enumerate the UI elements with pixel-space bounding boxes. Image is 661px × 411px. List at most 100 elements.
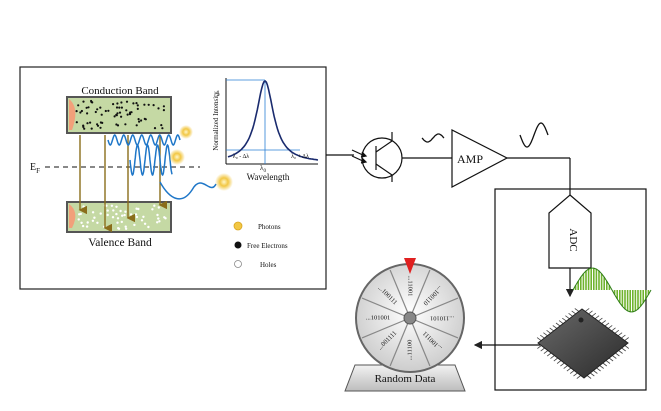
hole [142,215,145,218]
hole [134,213,138,216]
free-electron [112,103,115,106]
free-electron [82,100,85,103]
legend-hole-swatch [234,260,242,268]
hole [82,205,85,208]
hole [106,213,109,217]
hole [147,225,150,229]
free-electron [113,115,116,118]
spectrum-curve [227,79,319,161]
hole [117,227,121,230]
free-electron [135,102,138,105]
hole [156,213,159,217]
legend: Photons Free Electrons Holes [233,221,288,269]
hole [86,221,89,224]
free-electron [118,106,121,109]
legend-photon-swatch [233,221,243,231]
hole [119,209,122,213]
small-sine-wave [421,133,445,143]
free-electron [86,122,89,125]
hole [85,225,89,228]
free-electron [157,107,160,110]
wheel-segment-label: ...11001 [407,276,414,297]
free-electron [94,110,97,114]
free-electron [86,112,89,115]
free-electron [153,127,157,130]
spectrum-center-tick: λ0 [260,164,266,174]
hole [140,219,144,222]
hole [157,206,160,209]
wheel-hub [403,311,417,325]
legend-electrons-label: Free Electrons [247,242,288,250]
phototransistor-icon [351,132,403,182]
photon-icon [215,173,233,191]
free-electron [140,119,143,122]
hole [91,211,95,214]
free-electron [124,123,127,126]
conduction-band [66,96,172,134]
hole [106,209,109,212]
free-electron [126,113,129,116]
hole [124,210,127,213]
free-electron [135,124,138,127]
free-electron [120,101,123,104]
spectrum-left-tick: λ₀ - Δλ [233,154,250,160]
free-electron [99,106,102,109]
free-electron [147,103,150,106]
free-electron [162,105,165,108]
free-electron [132,102,135,105]
free-electron [116,102,119,105]
hole [115,205,118,208]
free-electron [85,106,88,109]
free-electron [107,109,110,112]
free-electron [87,106,90,109]
wheel-segment-label: ...110101 [430,315,454,322]
free-electron [104,109,107,113]
free-electron [162,109,165,112]
photon-icon [179,125,193,139]
random-data-label: Random Data [375,373,436,385]
free-electron [120,106,123,109]
free-electron [82,125,85,128]
free-electron [99,121,102,124]
hole [124,227,128,230]
free-electron [75,110,78,113]
valence-band-label: Valence Band [88,237,152,249]
free-electron [96,108,99,111]
hole [116,217,120,220]
conduction-band-label: Conduction Band [81,85,159,97]
hole [99,212,102,215]
hole [81,224,85,228]
adc-label: ADC [567,228,579,251]
hole [105,226,109,229]
free-electron [96,123,99,126]
free-electron [115,113,118,116]
hole [105,204,108,207]
hole [80,221,83,224]
hole [77,218,80,221]
hole [156,221,159,224]
amplifier: AMP [451,129,509,188]
free-electron [136,107,139,110]
hole [112,209,115,212]
processor-chip-icon [536,308,630,379]
hole [123,213,126,217]
free-electron [115,106,119,109]
hole [111,216,115,219]
free-electron [143,103,146,106]
free-electron [128,113,132,116]
free-electron [120,115,123,118]
random-data-wheel: ...11001...100110...110101...100111...11… [344,258,466,392]
amplified-sine-wave [519,122,549,148]
hole [121,214,124,217]
sampled-signal [574,268,650,312]
adc-block: ADC [548,194,592,269]
hole [135,215,139,219]
fermi-level-label: EF [30,162,40,175]
hole [143,222,147,225]
free-electron [90,99,93,103]
free-electron [125,100,129,103]
wheel-segment-label: ...11100 [406,340,413,361]
hole [110,204,114,207]
free-electron [99,126,102,129]
